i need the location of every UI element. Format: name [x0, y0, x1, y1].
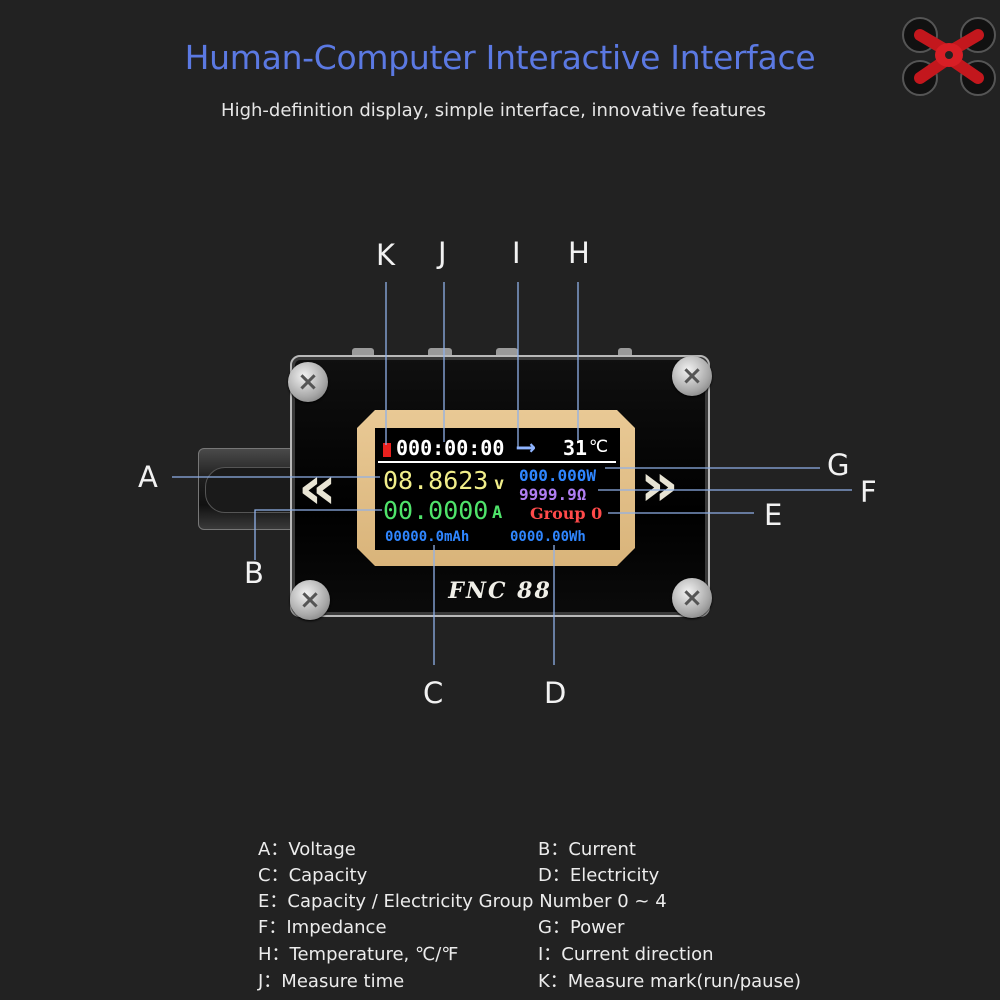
legend-item-h: H：Temperature, ℃/℉: [258, 944, 459, 965]
top-edge-button: [496, 348, 518, 355]
screw-icon: ×: [672, 356, 712, 396]
legend-item-c: C：Capacity: [258, 865, 368, 886]
current-direction-arrow-icon: ⟶: [518, 432, 534, 462]
current-value: 00.0000: [383, 496, 489, 525]
screw-icon: ×: [672, 578, 712, 618]
chevron-left-icon: «: [298, 453, 337, 523]
temperature-unit: ℃: [589, 437, 609, 457]
temperature-value: 31: [563, 436, 588, 460]
usb-type-c-plug: [198, 448, 294, 530]
top-edge-button: [352, 348, 374, 355]
screen-divider: [378, 461, 616, 463]
power-value: 000.000W: [519, 466, 597, 485]
device-brand-label: FNC 88: [448, 578, 552, 604]
lcd-screen: [375, 428, 620, 550]
energy-value: 0000.00Wh: [510, 529, 586, 545]
impedance-value: 9999.9Ω: [519, 485, 587, 504]
top-edge-button: [428, 348, 452, 355]
callout-h: H: [568, 236, 590, 270]
legend-item-g: G：Power: [538, 917, 625, 938]
screw-icon: ×: [288, 362, 328, 402]
callout-g: G: [827, 448, 850, 482]
callout-j: J: [438, 236, 447, 270]
legend-item-d: D：Electricity: [538, 865, 660, 886]
legend-item-k: K：Measure mark(run/pause): [538, 971, 802, 992]
screw-icon: ×: [290, 580, 330, 620]
legend-item-b: B：Current: [538, 839, 636, 860]
legend-item-j: J：Measure time: [258, 971, 405, 992]
group-number: Group 0: [530, 504, 603, 523]
voltage-value: 08.8623: [383, 466, 489, 495]
legend-item-e: E：Capacity / Electricity Group Number 0 …: [258, 891, 667, 912]
capacity-value: 00000.0mAh: [385, 529, 470, 545]
current-unit: A: [492, 503, 503, 523]
voltage-unit: v: [494, 474, 505, 494]
measure-time: 000:00:00: [396, 436, 505, 460]
callout-a: A: [138, 460, 158, 494]
top-edge-button: [618, 348, 632, 355]
legend-item-i: I：Current direction: [538, 944, 714, 965]
chevron-right-icon: »: [640, 450, 679, 520]
callout-k: K: [376, 238, 396, 272]
measure-run-mark: [383, 443, 391, 457]
legend-item-f: F：Impedance: [258, 917, 387, 938]
legend-item-a: A：Voltage: [258, 839, 356, 860]
callout-f: F: [860, 475, 877, 509]
callout-e: E: [764, 498, 783, 532]
callout-d: D: [544, 676, 567, 710]
callout-c: C: [423, 676, 444, 710]
callout-b: B: [244, 556, 264, 590]
callout-i: I: [512, 236, 521, 270]
drone-logo-icon: [902, 17, 996, 96]
page-title: Human-Computer Interactive Interface: [184, 38, 816, 77]
page-subtitle: High-definition display, simple interfac…: [221, 100, 766, 121]
